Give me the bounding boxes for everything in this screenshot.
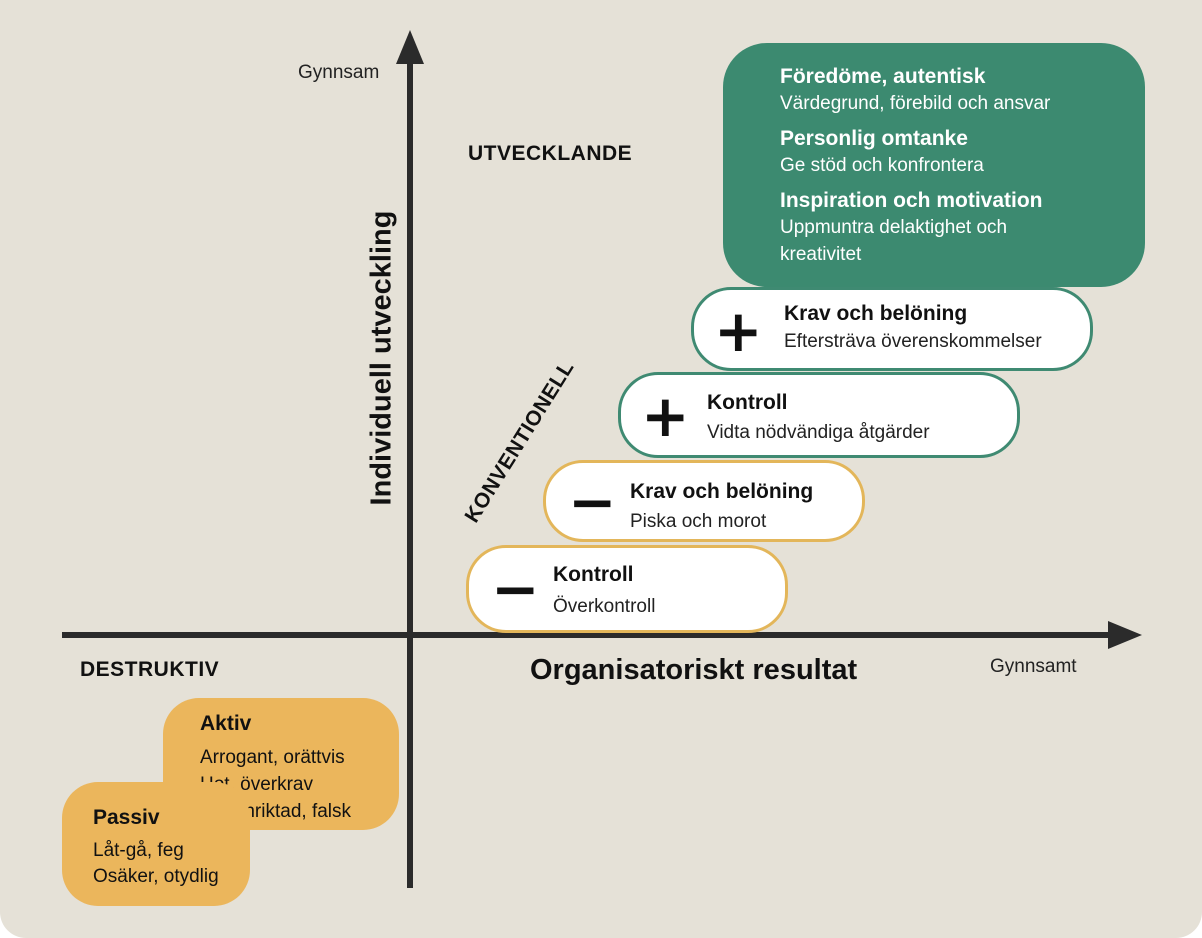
- item-title: Inspiration och motivation: [780, 189, 1043, 212]
- step-subtitle: Överkontroll: [553, 596, 656, 617]
- box-line: Arrogant, orättvis: [200, 747, 345, 768]
- step-subtitle: Vidta nödvändiga åtgärder: [707, 422, 930, 443]
- item-title: Föredöme, autentisk: [780, 65, 986, 88]
- item-subtitle: kreativitet: [780, 244, 862, 265]
- step-title: Krav och belöning: [630, 480, 814, 503]
- step-control-positive: + Kontroll Vidta nödvändiga åtgärder: [618, 372, 1020, 458]
- minus-icon: −: [491, 555, 540, 623]
- box-line: Låt-gå, feg: [93, 840, 184, 861]
- plus-icon: +: [714, 297, 763, 365]
- box-line: Osäker, otydlig: [93, 866, 219, 887]
- x-axis-title: Organisatoriskt resultat: [530, 654, 858, 686]
- zone-label-destructive: DESTRUKTIV: [80, 658, 220, 681]
- item-subtitle: Uppmuntra delaktighet och: [780, 217, 1008, 238]
- plus-icon: +: [641, 382, 690, 450]
- step-title: Kontroll: [553, 563, 634, 586]
- y-axis-title: Individuell utveckling: [365, 210, 398, 506]
- step-title: Kontroll: [707, 391, 788, 414]
- y-axis-arrowhead: [396, 30, 424, 64]
- zone-label-developing: UTVECKLANDE: [468, 142, 633, 165]
- step-subtitle: Piska och morot: [630, 511, 767, 532]
- x-axis-end-label: Gynnsamt: [990, 656, 1077, 677]
- step-title: Krav och belöning: [784, 302, 968, 325]
- box-title: Passiv: [93, 806, 160, 829]
- destructive-passive-box: Passiv Låt-gå, feg Osäker, otydlig: [62, 782, 250, 906]
- step-control-negative: − Kontroll Överkontroll: [466, 545, 788, 633]
- box-title: Aktiv: [200, 712, 252, 735]
- y-axis-end-label: Gynnsam: [298, 62, 380, 83]
- item-subtitle: Ge stöd och konfrontera: [780, 155, 984, 176]
- minus-icon: −: [568, 468, 617, 536]
- developing-leadership-box: Föredöme, autentisk Värdegrund, förebild…: [723, 43, 1145, 287]
- x-axis-arrowhead: [1108, 621, 1142, 649]
- step-subtitle: Eftersträva överenskommelser: [784, 331, 1042, 352]
- step-demands-rewards-negative: − Krav och belöning Piska och morot: [543, 460, 865, 542]
- item-subtitle: Värdegrund, förebild och ansvar: [780, 93, 1051, 114]
- item-title: Personlig omtanke: [780, 127, 968, 150]
- step-demands-rewards-positive: + Krav och belöning Eftersträva överensk…: [691, 287, 1093, 371]
